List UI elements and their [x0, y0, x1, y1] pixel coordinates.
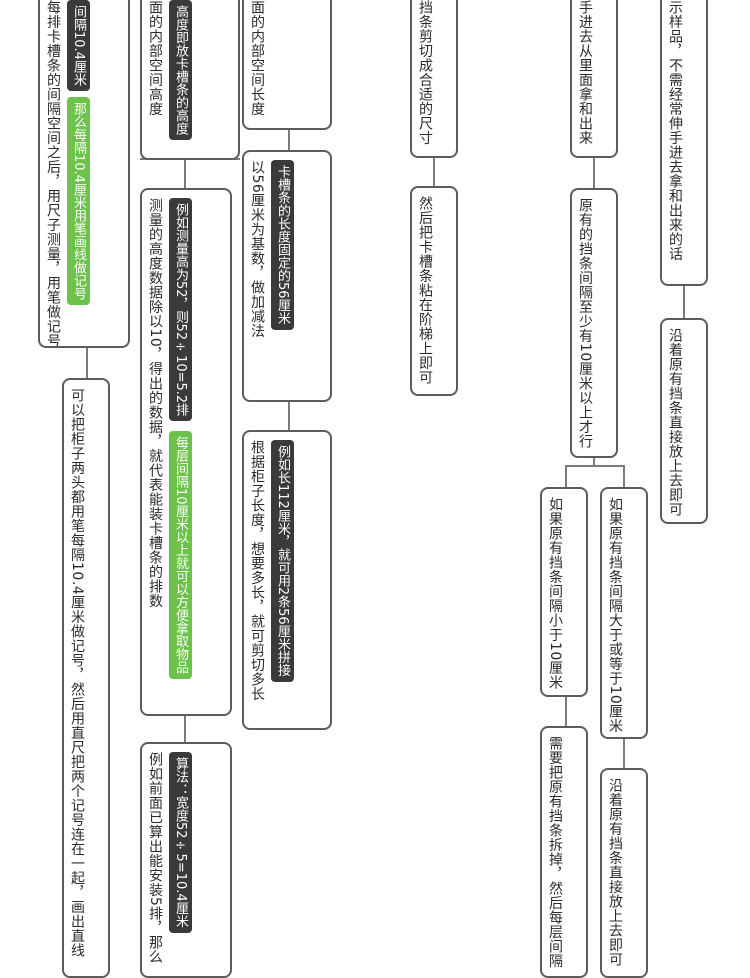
- connector-line: [565, 696, 567, 728]
- node-paste-on-steps: 然后把卡槽条粘在阶梯上即可: [410, 186, 458, 396]
- node-take-in-out: 手进去从里面拿和出来: [570, 0, 618, 158]
- node-if-greater: 如果原有挡条间隔大于或等于10厘米: [600, 487, 648, 739]
- connector-line: [288, 128, 290, 152]
- connector-line: [623, 738, 625, 770]
- connector-line: [593, 456, 595, 466]
- connector-line: [184, 714, 186, 744]
- node-if-greater-result: 沿着原有挡条直接放上去即可: [600, 768, 648, 978]
- node-spacing-104: 每排卡槽条的间隔空间之后，用尺子测量，用笔做记号 间隔10.4厘米 那么每隔10…: [38, 0, 130, 348]
- node-along-original-gear: 沿着原有挡条直接放上去即可: [660, 318, 708, 524]
- chip-stack: 例如测量高为52，则52÷10=5.2排 每层间隔10厘米以上就可以方便拿取物品: [169, 198, 192, 679]
- connector-line: [623, 465, 625, 489]
- node-cut-strip: 挡条剪切成合适的尺寸: [410, 0, 458, 158]
- connector-line: [593, 156, 595, 190]
- connector-line: [184, 158, 186, 190]
- chip-stack: 间隔10.4厘米 那么每隔10.4厘米用笔画线做记号: [67, 0, 90, 305]
- node-if-less-result: 需要把原有挡条拆掉，然后每层间隔: [540, 726, 588, 978]
- node-mark-both-ends: 可以把柜子两头都用笔每隔10.4厘米做记号，然后用直尺把两个记号连在一起，画出直…: [62, 378, 110, 978]
- node-if-less: 如果原有挡条间隔小于10厘米: [540, 487, 588, 697]
- node-inner-height: 面的内部空间高度 高度即放卡槽条的高度: [140, 0, 240, 160]
- connector-line: [683, 284, 685, 320]
- connector-line: [288, 400, 290, 432]
- node-show-sample: 示样品，不需经常伸手进去拿和出来的话: [660, 0, 708, 286]
- connector-line: [565, 465, 567, 489]
- node-inner-depth-length: 面的内部空间长度 卡槽条的长度固定的56厘米: [242, 0, 332, 130]
- connector-line: [565, 465, 625, 467]
- node-divide-by-10: 测量的高度数据除以10，得出的数据，就代表能装卡槽条的排数 例如测量高为52，则…: [140, 188, 232, 716]
- connector-line: [86, 346, 88, 380]
- node-cut-112: 根据柜子长度，想要多长，就可剪切多长 例如长112厘米，就可用2条56厘米拼接: [242, 430, 332, 730]
- node-cut-56: 以56厘米为基数，做加减法 卡槽条的长度固定的56厘米: [242, 150, 332, 402]
- node-five-rows: 例如前面已算出能安装5排，那么 算法：宽度52÷5=10.4厘米: [140, 742, 232, 978]
- connector-line: [433, 156, 435, 188]
- node-original-gear-spacing: 原有的挡条间隔至少有10厘米以上才行: [570, 188, 618, 458]
